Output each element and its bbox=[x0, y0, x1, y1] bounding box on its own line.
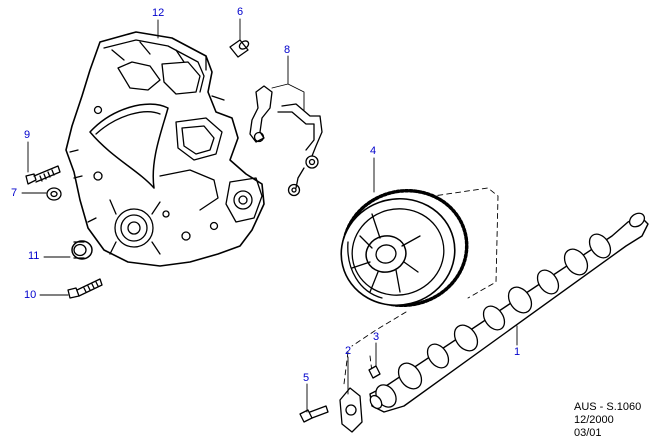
plug-7 bbox=[46, 187, 62, 201]
callout-5: 5 bbox=[303, 372, 310, 384]
woodruff-key bbox=[368, 365, 381, 379]
camshaft bbox=[369, 212, 649, 413]
callout-11: 11 bbox=[28, 250, 40, 262]
callout-7: 7 bbox=[11, 187, 18, 199]
bolt-10 bbox=[67, 278, 103, 299]
callout-3: 3 bbox=[373, 331, 380, 343]
callout-8: 8 bbox=[284, 44, 291, 56]
timing-cover-housing bbox=[65, 31, 265, 267]
bolt-5 bbox=[299, 405, 329, 423]
bolt-9 bbox=[25, 165, 61, 185]
callout-2: 2 bbox=[345, 345, 352, 357]
callout-6: 6 bbox=[237, 6, 244, 18]
callout-4: 4 bbox=[370, 145, 377, 157]
leader-lines bbox=[21, 18, 518, 413]
callout-1: 1 bbox=[514, 346, 521, 358]
camshaft-gear bbox=[340, 188, 469, 308]
reference-date: 12/2000 bbox=[574, 414, 614, 426]
reference-code: AUS - S.1060 bbox=[574, 401, 642, 413]
callout-9: 9 bbox=[24, 129, 31, 141]
dowel-pin bbox=[229, 39, 250, 58]
gasket-set bbox=[249, 85, 323, 197]
reference-block: AUS - S.1060 12/2000 03/01 bbox=[574, 401, 641, 440]
reference-revision: 03/01 bbox=[574, 427, 602, 439]
oil-seal-11 bbox=[71, 240, 93, 260]
callout-10: 10 bbox=[24, 289, 37, 301]
thrust-plate bbox=[339, 387, 363, 433]
callout-12: 12 bbox=[152, 7, 165, 19]
